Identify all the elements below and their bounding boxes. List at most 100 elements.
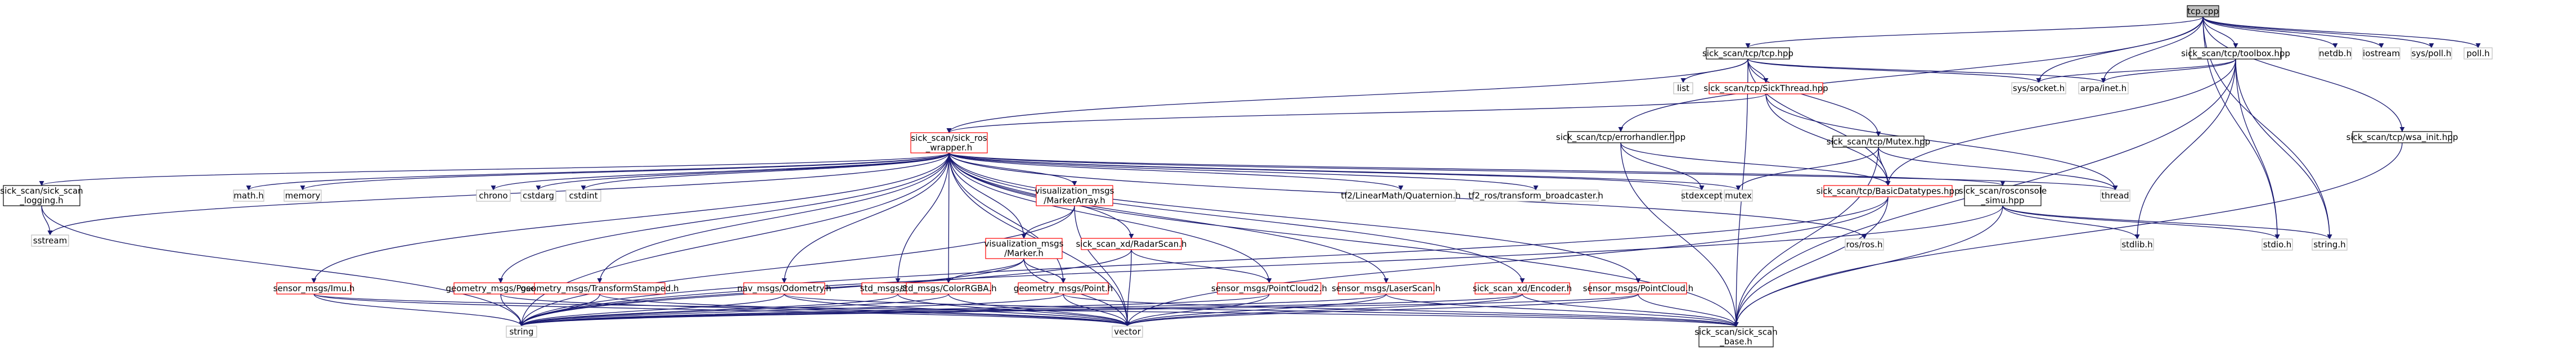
node-box <box>1823 185 1953 197</box>
node-label: sensor_msgs/PointCloud.h <box>1583 283 1693 294</box>
node-box <box>1338 282 1435 295</box>
node-label: sick_scan_xd/RadarScan.h <box>1076 239 1186 250</box>
node-box <box>2190 47 2282 60</box>
edge-laserscan_h-to-string <box>519 293 1387 327</box>
node-box <box>2187 5 2219 17</box>
node-radarscan-h[interactable]: sick_scan_xd/RadarScan.h <box>1076 238 1187 250</box>
node-label: geometry_msgs/Pose2D.h <box>446 283 555 294</box>
node-box <box>2463 47 2493 60</box>
node-point-h[interactable]: geometry_msgs/Point.h <box>1014 282 1113 295</box>
edge-sick_ros_wrapper_h-to-tf2_broadcaster <box>948 152 1539 191</box>
node-label: sys/socket.h <box>2013 83 2065 93</box>
node-label: _base.h <box>1719 337 1752 347</box>
node-box <box>1473 189 1599 202</box>
node-box <box>1474 282 1570 295</box>
node-pointcloud2-h[interactable]: sensor_msgs/PointCloud2.h <box>1211 282 1327 295</box>
edge-tcp_cpp-to-iostream <box>2202 16 2384 48</box>
node-box <box>2078 82 2129 94</box>
edge-transformstamped_h-to-vector <box>599 293 1130 327</box>
node-sickthread-hpp[interactable]: sick_scan/tcp/SickThread.hpp <box>1703 82 1828 94</box>
node-label: sensor_msgs/Imu.h <box>273 283 355 294</box>
node-label: nav_msgs/Odometry.h <box>737 283 831 294</box>
node-viz-markerarray-h[interactable]: visualization_msgs/MarkerArray.h <box>1035 185 1114 206</box>
edge-imu_h-to-string <box>313 293 524 327</box>
node-pointcloud-h[interactable]: sensor_msgs/PointCloud.h <box>1583 282 1693 295</box>
node-label: _simu.hpp <box>1981 196 2025 206</box>
node-box <box>31 234 69 247</box>
node-thread: thread <box>2100 189 2130 202</box>
edge-encoder_h-to-sick_scan_base_h <box>1522 293 1739 327</box>
node-cstdarg: cstdarg <box>520 189 556 202</box>
edge-pointcloud_h-to-string <box>519 293 1639 327</box>
node-transformstamped-h[interactable]: geometry_msgs/TransformStamped.h <box>520 282 679 295</box>
edge-tcp_cpp-to-arpa_inet_h <box>2101 16 2204 83</box>
edge-rosconsole_hpp-to-stdlib_h <box>2002 205 2140 239</box>
node-label: sys/poll.h <box>2412 48 2452 58</box>
node-label: sick_scan/sick_scan <box>1694 327 1777 338</box>
node-box <box>1217 282 1321 295</box>
node-laserscan-h[interactable]: sensor_msgs/LaserScan.h <box>1332 282 1441 295</box>
node-imu-h[interactable]: sensor_msgs/Imu.h <box>273 282 355 295</box>
node-wsa-init-hpp[interactable]: sick_scan/tcp/wsa_init.hpp <box>2346 131 2458 143</box>
node-vector: vector <box>1112 326 1143 338</box>
edge-sick_ros_wrapper_h-to-sick_scan_base_h <box>948 152 1739 327</box>
node-netdb-h: netdb.h <box>2318 47 2352 60</box>
node-label: cstdint <box>569 191 597 201</box>
node-tcp-hpp[interactable]: sick_scan/tcp/tcp.hpp <box>1702 47 1793 60</box>
node-box <box>1845 238 1884 251</box>
node-stdexcept: stdexcept <box>1681 189 1723 202</box>
edge-tcp_cpp-to-netdb_h <box>2202 16 2338 48</box>
edge-sick_ros_wrapper_h-to-std_string_h <box>895 152 950 283</box>
node-box <box>1112 326 1143 338</box>
edge-sick_ros_wrapper_h-to-odometry_h <box>781 152 950 283</box>
node-rosconsole-hpp[interactable]: sick_scan/rosconsole_simu.hpp <box>1959 185 2047 206</box>
node-label: stdio.h <box>2263 239 2292 250</box>
node-label: sensor_msgs/LaserScan.h <box>1332 283 1441 294</box>
node-mutex-hpp[interactable]: sick_scan/tcp/Mutex.hpp <box>1827 135 1930 148</box>
node-label: poll.h <box>2466 48 2489 58</box>
node-basicdatatypes-hpp[interactable]: sick_scan/tcp/BasicDatatypes.hpp <box>1816 185 1960 197</box>
node-label: geometry_msgs/Point.h <box>1014 283 1113 294</box>
node-sstream: sstream <box>31 234 69 247</box>
node-label: sensor_msgs/PointCloud2.h <box>1211 283 1327 294</box>
edge-tcp_hpp-to-sick_ros_wrapper_h <box>946 58 1748 133</box>
node-box <box>1698 326 1774 347</box>
node-box <box>1673 82 1693 94</box>
edge-encoder_h-to-vector <box>1125 293 1523 327</box>
node-sick-ros-wrapper-h[interactable]: sick_scan/sick_ros_wrapper.h <box>910 132 988 153</box>
node-label: sick_scan/tcp/BasicDatatypes.hpp <box>1816 186 1959 197</box>
node-toolbox-hpp[interactable]: sick_scan/tcp/toolbox.hpp <box>2181 47 2290 60</box>
node-sick-scan-base-h[interactable]: sick_scan/sick_scan_base.h <box>1694 326 1778 347</box>
edge-tcp_hpp-to-sys_socket_h <box>1747 58 2042 83</box>
node-label: geometry_msgs/TransformStamped.h <box>520 283 678 294</box>
edge-errorhandler_hpp-to-stdexcept <box>1620 142 1705 191</box>
edge-sick_scan_logging_h-to-string <box>41 205 524 327</box>
edge-sick_ros_wrapper_h-to-thread <box>948 152 2118 191</box>
node-errorhandler-hpp[interactable]: sick_scan/tcp/errorhandler.hpp <box>1556 131 1685 143</box>
node-cstdint: cstdint <box>565 189 601 202</box>
node-label: chrono <box>479 191 507 201</box>
edge-sick_ros_wrapper_h-to-chrono <box>491 152 950 191</box>
node-box <box>906 282 991 295</box>
edge-mutex_hpp-to-basicdatatypes_hpp <box>1878 147 1891 186</box>
node-label: stdlib.h <box>2121 239 2152 250</box>
node-label: sick_scan/tcp/toolbox.hpp <box>2181 48 2290 59</box>
edge-sick_ros_wrapper_h-to-encoder_h <box>948 152 1525 283</box>
edge-pointcloud2_h-to-vector <box>1125 293 1270 327</box>
node-tcp-cpp[interactable]: tcp.cpp <box>2187 5 2219 17</box>
node-label: cstdarg <box>523 191 554 201</box>
node-box <box>1682 189 1722 202</box>
node-sick-scan-logging-h[interactable]: sick_scan/sick_scan_logging.h <box>0 185 83 206</box>
node-odometry-h[interactable]: nav_msgs/Odometry.h <box>737 282 831 295</box>
node-viz-marker-h[interactable]: visualization_msgs/Marker.h <box>984 238 1064 259</box>
edge-sick_ros_wrapper_h-to-stdexcept <box>948 152 1705 191</box>
edge-sick_ros_wrapper_h-to-pose2d_h <box>498 152 950 283</box>
node-encoder-h[interactable]: sick_scan_xd/Encoder.h <box>1473 282 1572 295</box>
edge-sick_ros_wrapper_h-to-point_h <box>948 152 1066 283</box>
node-pose2d-h[interactable]: geometry_msgs/Pose2D.h <box>446 282 556 295</box>
edge-toolbox_hpp-to-string_h <box>2235 58 2332 239</box>
node-colorrgba-h[interactable]: std_msgs/ColorRGBA.h <box>900 282 997 295</box>
node-label: sick_scan/tcp/wsa_init.hpp <box>2346 132 2458 143</box>
edge-tcp_hpp-to-mutex_hpp <box>1747 58 1881 137</box>
node-label: string.h <box>2313 239 2345 250</box>
